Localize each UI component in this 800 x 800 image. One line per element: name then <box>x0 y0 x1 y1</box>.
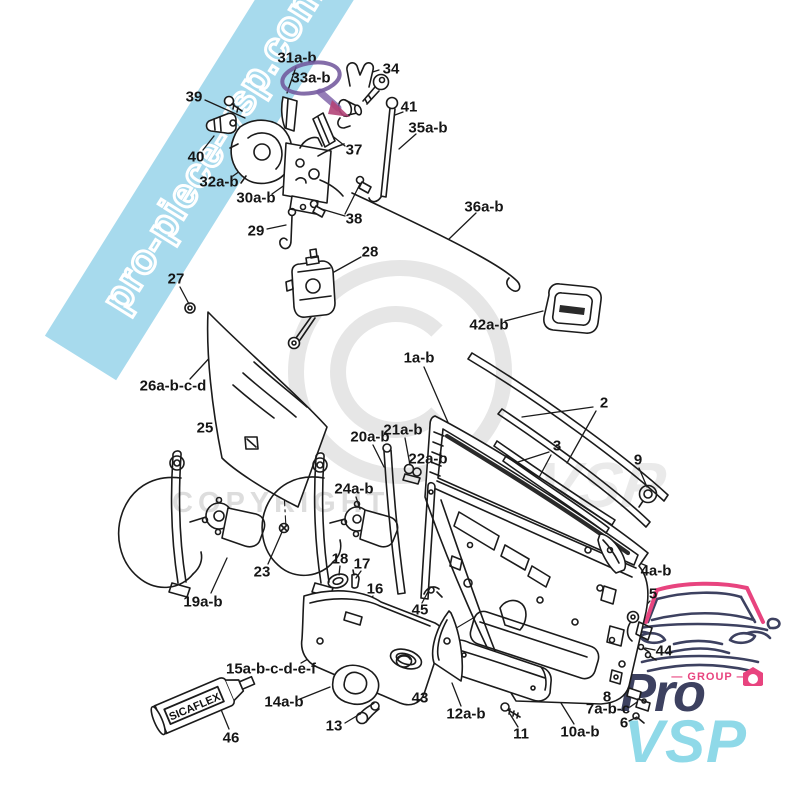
key-and-clip-34 <box>346 61 390 105</box>
screw-39 <box>223 95 243 113</box>
clip-21 <box>402 463 422 485</box>
door-glass <box>206 311 328 508</box>
clip-25 <box>244 436 259 450</box>
screws-44 <box>637 643 657 661</box>
bracket-12 <box>431 610 464 682</box>
grommet-27 <box>184 302 196 314</box>
plug-43 <box>395 654 413 668</box>
bracket-4 <box>597 533 627 574</box>
rod-36 <box>351 192 521 292</box>
logo-vsp-text: VSP <box>624 708 748 775</box>
inner-handle-bezel-42 <box>543 283 602 334</box>
trim-panel <box>300 590 444 706</box>
channel-20 <box>382 443 406 595</box>
logo-hexagon-icon <box>743 667 763 686</box>
grommet-9 <box>638 484 658 508</box>
strip-37 <box>312 112 336 148</box>
striker-5 <box>626 610 653 642</box>
bracket-31 <box>280 96 298 132</box>
clip-17 <box>351 569 360 589</box>
screw-11 <box>500 702 521 719</box>
handle-housing-32 <box>229 119 293 185</box>
bolt-6 <box>632 712 645 724</box>
bolt-40 <box>205 112 237 135</box>
lock-cylinder-33 <box>337 98 363 129</box>
window-regulator-right <box>261 452 399 598</box>
fastener-23 <box>278 522 290 534</box>
logo-group-text: — GROUP — <box>671 671 749 683</box>
sealant-tube <box>150 675 256 736</box>
door-shell <box>424 415 649 705</box>
clip-45-loop <box>427 586 435 594</box>
clips-38 <box>309 175 372 218</box>
channel-22 <box>420 481 436 600</box>
knob-rod-41-35 <box>368 96 399 203</box>
clip-13 <box>355 701 380 725</box>
window-regulator-left <box>117 450 266 598</box>
hinge-7 <box>626 687 651 712</box>
rod-29 <box>279 207 297 250</box>
lock-actuator-28 <box>285 248 336 350</box>
handle-bezel-14 <box>331 664 380 706</box>
window-seal-strips <box>467 352 669 534</box>
grommet-18 <box>327 573 349 589</box>
grommet-8 <box>609 669 623 685</box>
lock-mechanism-30 <box>282 136 345 215</box>
